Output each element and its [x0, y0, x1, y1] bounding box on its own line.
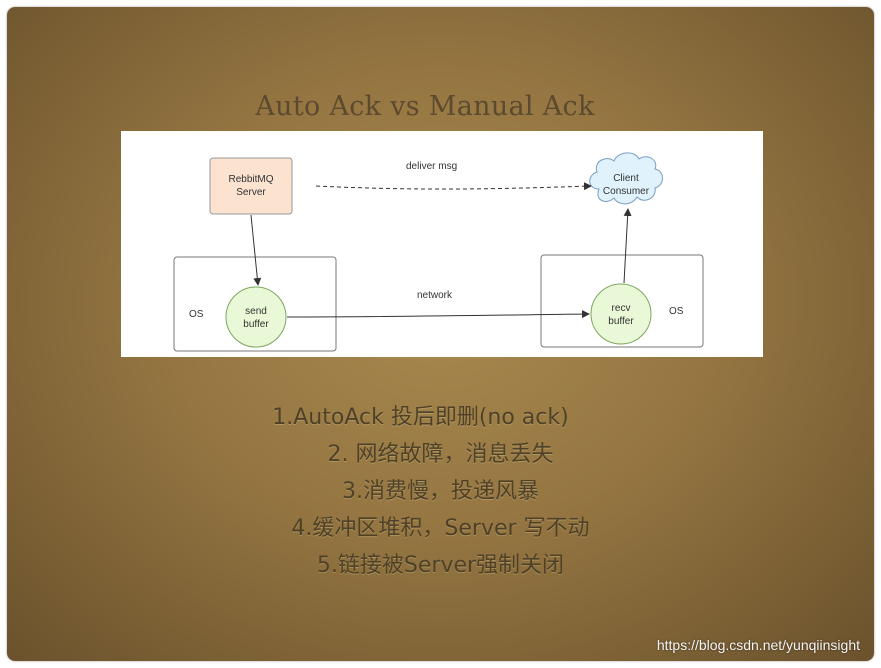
send-buffer-line1: send — [245, 306, 267, 317]
recv-buffer-line1: recv — [612, 303, 631, 314]
recv-buffer-line2: buffer — [608, 316, 634, 327]
server-label-line1: RebbitMQ — [228, 174, 273, 185]
os-label-left: OS — [189, 309, 204, 320]
client-label-line1: Client — [613, 173, 639, 184]
client-label-line2: Consumer — [603, 186, 650, 197]
client-consumer-cloud — [589, 152, 663, 205]
recv-buffer-circle — [590, 283, 652, 345]
network-arrow — [286, 310, 590, 319]
point-5: 5.链接被Server强制关闭 — [316, 553, 565, 578]
os-label-right: OS — [669, 306, 684, 317]
deliver-msg-label: deliver msg — [406, 161, 457, 172]
server-label-line2: Server — [236, 187, 266, 198]
watermark: https://blog.csdn.net/yunqiinsight — [656, 637, 860, 653]
send-buffer-circle — [225, 286, 287, 348]
bullet-points: 1.AutoAck 投后即删(no ack) 2. 网络故障，消息丢失 3.消费… — [7, 399, 874, 584]
slide: Auto Ack vs Manual Ack OS OS RebbitMQ Se… — [7, 7, 874, 661]
deliver-msg-arrow — [315, 182, 592, 191]
send-buffer-line2: buffer — [243, 319, 269, 330]
slide-title: Auto Ack vs Manual Ack — [255, 91, 595, 122]
ack-diagram: OS OS RebbitMQ Server Client Consumer se… — [121, 131, 763, 357]
diagram-svg: OS OS RebbitMQ Server Client Consumer se… — [173, 152, 704, 352]
recv-to-client-arrow — [623, 208, 632, 284]
point-2: 2. 网络故障，消息丢失 — [327, 442, 554, 467]
network-label: network — [417, 290, 453, 301]
server-to-send-buffer-arrow — [250, 214, 262, 286]
point-4: 4.缓冲区堆积，Server 写不动 — [291, 516, 590, 541]
point-1: 1.AutoAck 投后即删(no ack) — [272, 405, 569, 430]
point-3: 3.消费慢，投递风暴 — [342, 479, 539, 504]
rabbitmq-server-box — [209, 157, 293, 215]
